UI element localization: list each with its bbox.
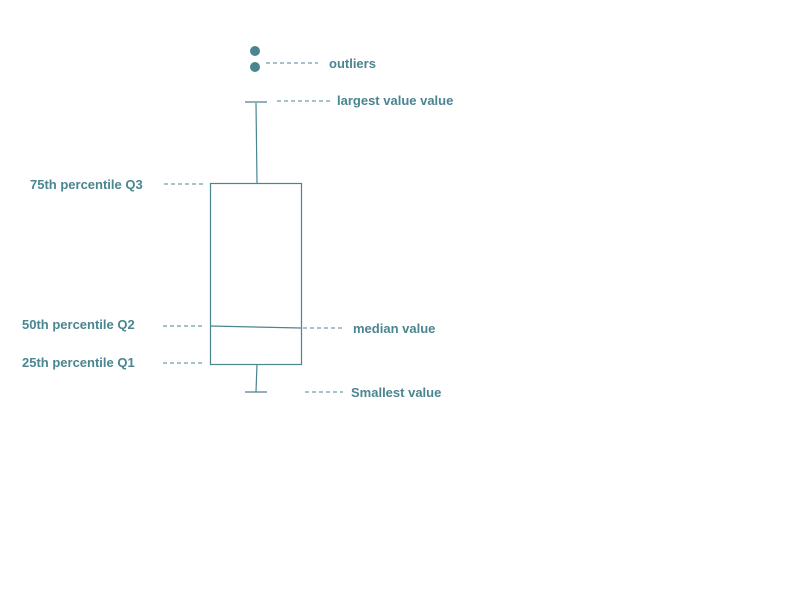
iqr-box <box>209 182 303 366</box>
smallest-label: Smallest value <box>351 385 441 400</box>
median-line <box>209 325 302 329</box>
outliers-label: outliers <box>329 56 376 71</box>
largest-label: largest value value <box>337 93 453 108</box>
outlier-point <box>250 46 260 56</box>
q2-label: 50th percentile Q2 <box>22 317 135 332</box>
upper-whisker <box>255 102 258 184</box>
q3-label: 75th percentile Q3 <box>30 177 143 192</box>
q1-label: 25th percentile Q1 <box>22 355 135 370</box>
lower-whisker <box>255 363 258 393</box>
median-label: median value <box>353 321 435 336</box>
outlier-point <box>250 62 260 72</box>
